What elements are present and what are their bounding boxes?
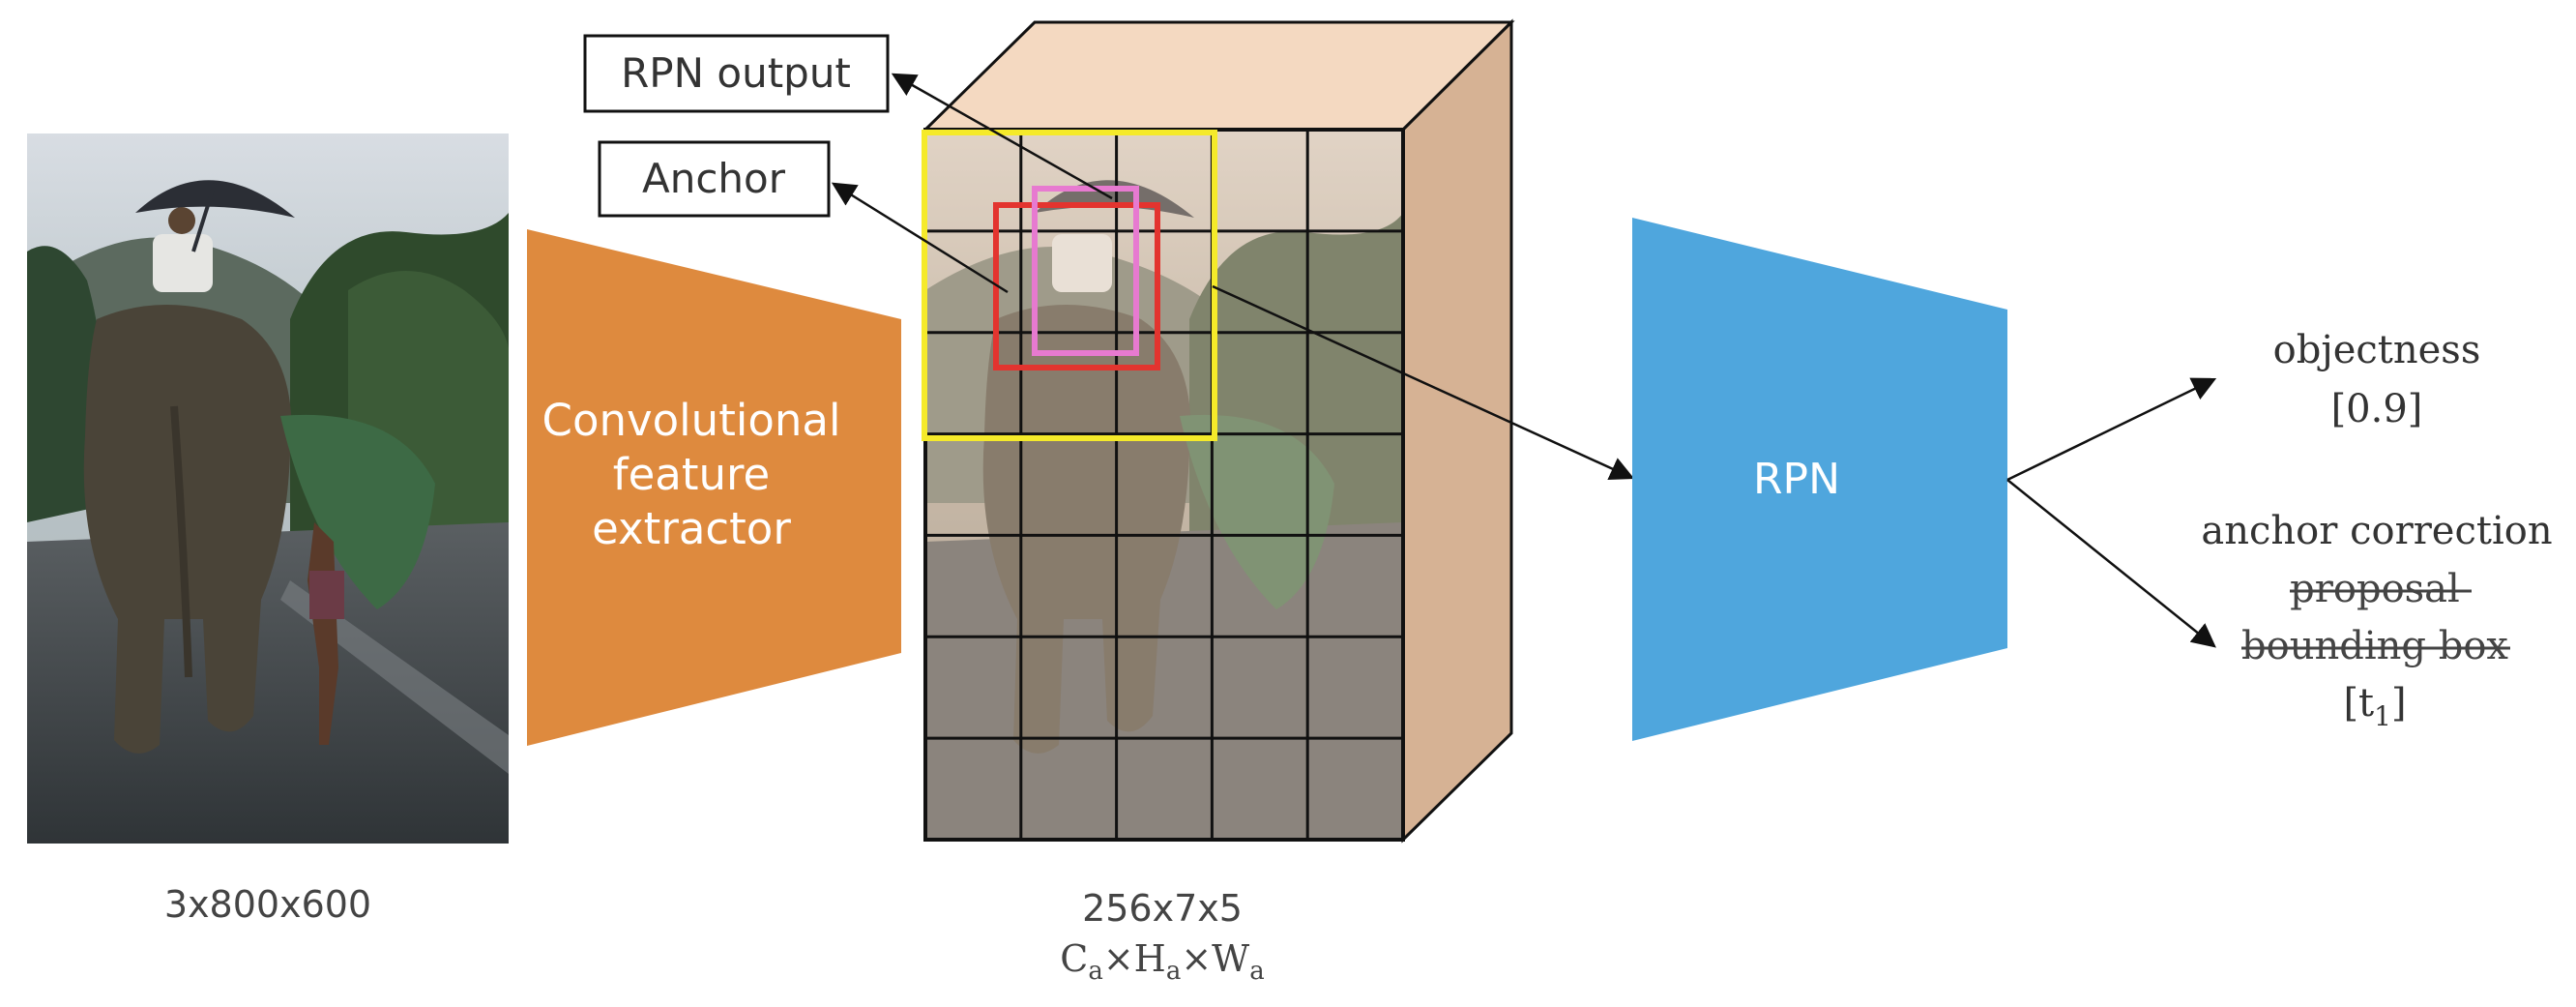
anchor-callout-label: Anchor	[642, 155, 786, 202]
feature-map-side-face	[1401, 18, 1513, 844]
correction-arrow	[2006, 479, 2216, 648]
feature-map-grid	[925, 130, 1403, 840]
feature-extractor-shape	[527, 229, 901, 746]
anchor-correction-title: anchor correction	[2201, 509, 2552, 553]
rpn-output-callout-box	[583, 34, 890, 113]
correction-value: [t1]	[2343, 681, 2406, 732]
objectness-title: objectness	[2273, 328, 2481, 372]
yellow-anchor-box	[922, 130, 1217, 441]
extractor-label-line3: extractor	[592, 503, 791, 554]
input-dimension-label: 3x800x600	[164, 883, 371, 926]
rpn-output-arrow	[891, 73, 1113, 200]
pink-anchor-box	[1032, 186, 1139, 356]
anchor-arrow	[831, 182, 1009, 294]
rpn-label: RPN	[1753, 455, 1840, 504]
objectness-arrow	[2006, 377, 2217, 482]
feature-dimension-formula: Ca×Ha×Wa	[1060, 937, 1265, 986]
anchor-callout-box	[598, 140, 831, 218]
rpn-shape	[1632, 218, 2007, 741]
extractor-label-line2: feature	[613, 449, 770, 500]
struck-bounding-box-text: bounding box	[2241, 624, 2508, 668]
extractor-label-line1: Convolutional	[542, 395, 841, 446]
input-photo	[27, 133, 509, 844]
struck-proposal-text: proposal	[2290, 567, 2460, 611]
feature-to-rpn-arrow	[1212, 284, 1635, 481]
rpn-output-callout-label: RPN output	[621, 49, 851, 97]
correction-value-subscript: 1	[2374, 700, 2391, 732]
feature-dimension-label: 256x7x5	[1082, 887, 1243, 930]
objectness-value: [0.9]	[2331, 387, 2423, 431]
